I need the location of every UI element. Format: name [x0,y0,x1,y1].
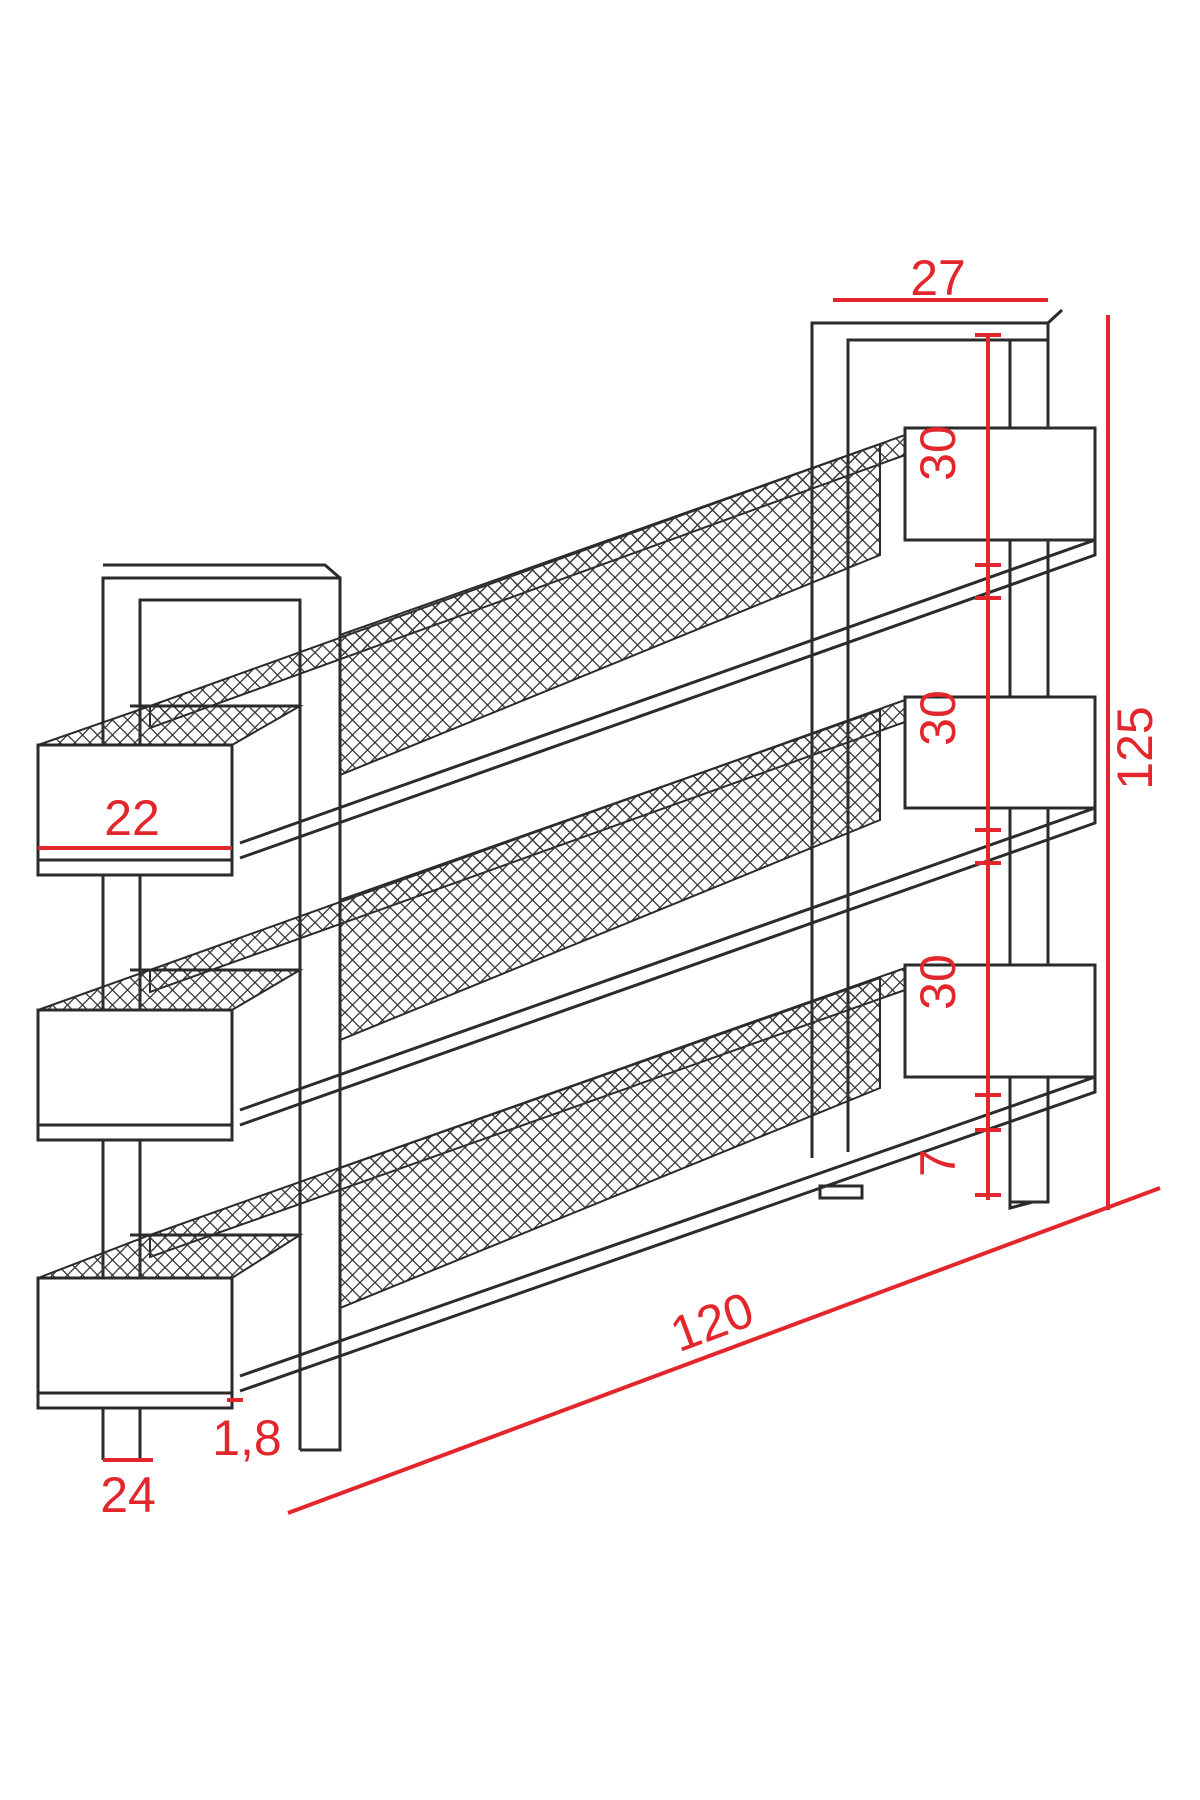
label-shelf-gap-1: 30 [910,425,966,481]
dimension-lines [38,298,1161,1515]
shelf-bottom [149,963,1097,1393]
label-shelf-gap-3: 30 [910,954,966,1010]
label-bottom-clearance: 7 [910,1149,966,1177]
label-top-depth: 27 [910,250,966,306]
front-box-top [36,704,304,877]
label-shelf-gap-2: 30 [910,690,966,746]
mesh-panel-middle [339,708,881,1042]
shelf-structure [36,308,1097,1460]
label-panel-thickness: 1,8 [212,1410,282,1466]
dim-line-total-width [287,1186,1161,1515]
left-legs [101,1408,302,1460]
label-total-width: 120 [663,1281,761,1363]
front-box-middle [36,968,304,1142]
label-box-width: 22 [104,790,160,846]
mesh-panel-bottom [339,976,881,1310]
label-leg-width: 24 [100,1467,156,1523]
front-box-bottom [36,1233,304,1410]
label-total-height: 125 [1107,706,1163,789]
